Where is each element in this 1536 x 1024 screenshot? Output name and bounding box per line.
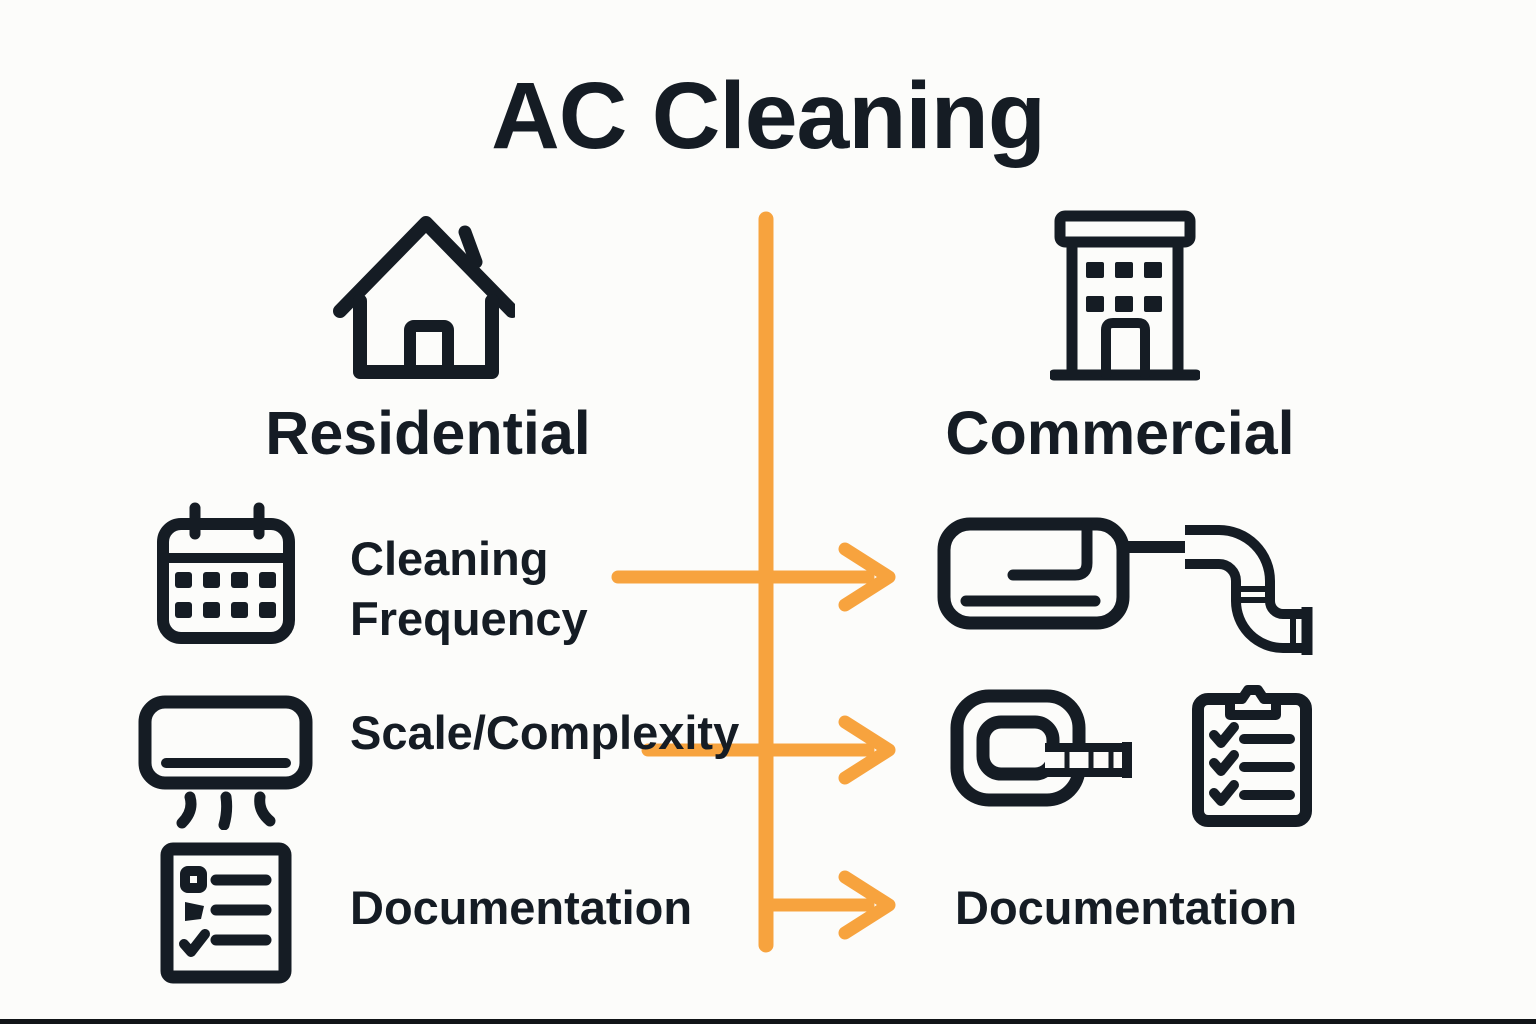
- documentation-label-left: Documentation: [350, 881, 693, 934]
- cleaning-frequency-label: Cleaning Frequency: [350, 532, 588, 645]
- residential-heading: Residential: [265, 399, 591, 467]
- office-building-icon: [1050, 210, 1200, 381]
- documentation-label-right: Documentation: [955, 881, 1298, 934]
- ac-ductwork-icon: [937, 517, 1313, 655]
- scale-complexity-label: Scale/Complexity: [350, 706, 740, 759]
- bottom-edge-line: [0, 1019, 1536, 1024]
- ac-unit-icon: [138, 695, 313, 830]
- clipboard-checklist-icon: [1192, 685, 1312, 827]
- commercial-heading: Commercial: [945, 399, 1295, 467]
- arrow-documentation: [761, 870, 896, 940]
- arrow-scale-complexity: [641, 715, 896, 785]
- page-title: AC Cleaning: [491, 63, 1046, 169]
- arrow-cleaning-frequency: [611, 542, 896, 612]
- calendar-icon: [157, 502, 295, 644]
- duct-coil-icon: [950, 689, 1132, 807]
- house-icon: [333, 216, 515, 379]
- checklist-document-icon: [160, 842, 292, 984]
